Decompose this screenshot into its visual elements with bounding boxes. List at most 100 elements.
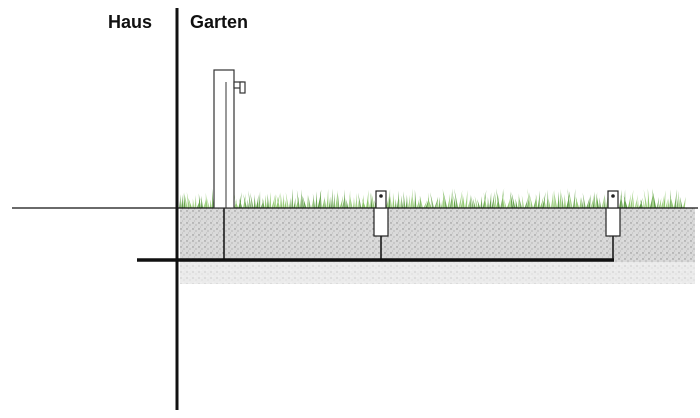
grass-blade (454, 188, 459, 208)
grass-blade (442, 188, 445, 208)
grass-blade (238, 197, 243, 208)
grass-blade (544, 199, 547, 208)
grass-blade (500, 188, 505, 208)
grass-blade (533, 194, 537, 208)
grass-blade (416, 197, 420, 208)
grass-blade (234, 198, 237, 208)
grass-blade (326, 188, 329, 208)
grass-blade (194, 194, 197, 208)
grass-blade (436, 197, 439, 208)
grass-blade (438, 196, 441, 208)
grass-blade (619, 189, 622, 208)
grass-blade (198, 193, 201, 208)
grass-blade (209, 199, 212, 208)
grass-blade (527, 188, 531, 208)
grass-blade (275, 193, 280, 208)
grass-blade (344, 189, 346, 208)
grass-blade (258, 191, 261, 208)
grass-blade (652, 188, 654, 208)
grass-blade (539, 196, 544, 208)
grass-blade (253, 194, 256, 208)
grass-blade (559, 188, 562, 208)
grass-blade (515, 198, 518, 208)
grass-blade (460, 195, 463, 208)
grass-blade (554, 193, 558, 208)
grass-blade (296, 190, 300, 208)
grass-blade (248, 190, 252, 208)
grass-blade (430, 192, 434, 208)
grass-blade (676, 198, 679, 208)
grass-blade (394, 198, 397, 208)
grass-blade (333, 193, 335, 208)
grass-blade (312, 193, 316, 208)
grass-blade (400, 195, 404, 208)
grass-blade (647, 188, 650, 208)
grass-blade (568, 190, 573, 208)
grass-blade (447, 193, 450, 208)
grass-blade (273, 194, 276, 208)
grass-blade (324, 196, 327, 208)
grass-blade (339, 195, 344, 208)
garden-label: Garten (190, 12, 249, 32)
grass-blade (634, 194, 638, 208)
grass-blade (487, 197, 489, 208)
grass-blade (623, 189, 626, 208)
grass-blade (256, 194, 259, 208)
grass-blade (638, 197, 643, 208)
grass-blade (238, 192, 242, 208)
grass-blade (247, 199, 250, 208)
grass-blade (586, 196, 590, 208)
grass-blade (289, 197, 291, 208)
grass-blade (330, 188, 333, 208)
grass-blade (291, 188, 294, 208)
grass-blade (179, 194, 181, 208)
grass-blade (643, 189, 648, 208)
grass-blade (181, 194, 184, 208)
grass-blade (503, 198, 507, 208)
grass-blade (599, 197, 602, 208)
grass-blade (564, 194, 566, 208)
grass-blade (679, 196, 683, 208)
grass-blade (389, 194, 393, 208)
grass-blade (392, 192, 395, 208)
grass-blade (594, 191, 598, 208)
grass-blade (553, 189, 555, 208)
grass-blade (192, 198, 195, 208)
grass-blade (502, 190, 505, 208)
grass-blade (453, 195, 456, 208)
grass-blade (561, 192, 564, 208)
grass-blade (588, 194, 591, 208)
grass-blade (548, 198, 551, 208)
house-label: Haus (108, 12, 153, 32)
grass-blade (658, 197, 662, 208)
grass-blade (480, 196, 483, 208)
grass-blade (276, 194, 280, 208)
grass-blade (669, 189, 672, 208)
grass-blade (491, 191, 495, 208)
grass-blade (581, 197, 584, 208)
grass-blade (483, 192, 487, 208)
grass-blade (206, 198, 210, 208)
grass-blade (352, 197, 355, 208)
grass-blade (443, 191, 448, 208)
grass-blade (458, 190, 463, 208)
grass-blade (348, 190, 351, 208)
grass-blade (665, 198, 668, 208)
grass-blade (663, 190, 666, 208)
grass-blade (656, 197, 659, 208)
grass-blade (471, 195, 474, 208)
grass-blade (419, 195, 423, 208)
grass-blade (627, 194, 631, 208)
grass-blade (496, 188, 500, 208)
grass-blade (451, 191, 454, 208)
grass-blade (403, 191, 406, 208)
grass-blade (357, 199, 360, 208)
grass-blade (440, 199, 443, 208)
grass-blade (410, 188, 413, 208)
grass-blade (575, 196, 577, 208)
grass-blade (284, 199, 287, 208)
grass-blade (511, 191, 516, 208)
grass-blade (423, 199, 428, 208)
grass-blade (262, 197, 265, 208)
grass-blade (620, 194, 624, 208)
